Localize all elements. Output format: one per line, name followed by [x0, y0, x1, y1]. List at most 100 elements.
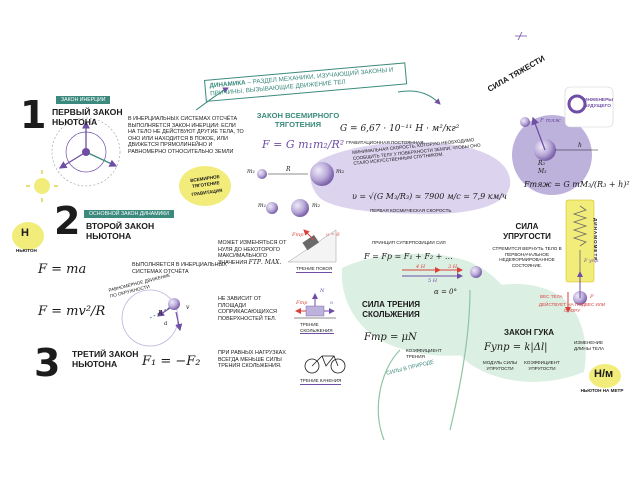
- cosmic-formula: υ = √(G M₃/R₃) ≈ 7900 м/с = 7,9 км/ч: [352, 192, 507, 201]
- velocity-label: v: [186, 304, 190, 311]
- velocity-vector: [175, 311, 183, 332]
- axis-vector: [85, 151, 118, 167]
- law2-formula2: F = mv²/R: [38, 304, 106, 319]
- weight-label: ВЕС ТЕЛА: [540, 294, 563, 299]
- mass-ball-small: [266, 202, 278, 214]
- mass1-label: m₁: [247, 168, 256, 175]
- superposition-formula: F = Fр = F₁ + F₂ + …: [364, 252, 453, 261]
- body-ball: [470, 266, 482, 278]
- hooke-formula: Fупр = k|Δl|: [484, 342, 548, 353]
- weight-force-height: h: [578, 142, 582, 149]
- superposition-label: ПРИНЦИП СУПЕРПОЗИЦИИ СИЛ: [372, 240, 446, 245]
- law2-formula: F = ma: [38, 262, 87, 277]
- sliding-friction-label: Fтр: [296, 300, 308, 306]
- normal-label: N: [320, 288, 325, 294]
- block-shape: [305, 305, 325, 317]
- law3-title: ТРЕТИЙ ЗАКОН НЬЮТОНА: [72, 349, 139, 369]
- weight-vector-label: P: [590, 294, 594, 300]
- law2-title: ВТОРОЙ ЗАКОН НЬЮТОНА: [86, 221, 155, 241]
- force-3n: 3 Н: [448, 264, 458, 270]
- logo-icon: [567, 94, 587, 114]
- unit-blob: [589, 364, 621, 388]
- law2-unit-label: НЬЮТОН: [16, 248, 37, 253]
- law2-formula-text: ВЫПОЛНЯЕТСЯ В ИНЕРЦИАЛЬНЫХ СИСТЕМАХ ОТСЧ…: [132, 262, 227, 275]
- hooke-title: ЗАКОН ГУКА: [504, 328, 555, 337]
- elastic-title: СИЛА УПРУГОСТИ: [503, 222, 551, 241]
- sparkle-icon: [515, 31, 527, 41]
- static-friction-caption: ТРЕНИЕ ПОКОЯ: [296, 266, 333, 273]
- law1-number: 1: [20, 93, 47, 137]
- distance-label: R: [286, 166, 291, 173]
- law3-formula: F₁ = −F₂: [142, 354, 201, 369]
- friction-vector-label: Fтр: [292, 232, 304, 238]
- title-arrow: [397, 90, 441, 105]
- law3-number: 3: [34, 341, 61, 385]
- friction-text3: ПРИ РАВНЫХ НАГРУЗКАХ ВСЕГДА МЕНЬШЕ СИЛЫ …: [218, 350, 286, 370]
- law2-unit: Н: [21, 227, 29, 239]
- moving-ball: [168, 298, 180, 310]
- weight-text: ДЕЙСТВУЕТ НА ПОДВЕС ИЛИ ОПОРУ: [538, 302, 606, 313]
- sliding-friction-caption: ТРЕНИЕ СКОЛЬЖЕНИЯ: [300, 322, 334, 335]
- radius-label: R: [158, 310, 163, 317]
- law1-tag: ЗАКОН ИНЕРЦИИ: [56, 96, 111, 104]
- mass-ball-small: [257, 169, 267, 179]
- law1-title: ПЕРВЫЙ ЗАКОН НЬЮТОНА: [52, 107, 123, 127]
- gravity-constant: G = 6,67 · 10⁻¹¹ Н · м²/кг²: [340, 124, 460, 134]
- bicycle-icon: [304, 355, 346, 374]
- law2-tag: ОСНОВНОЙ ЗАКОН ДИНАМИКИ: [84, 210, 175, 218]
- block-shape: [302, 234, 320, 251]
- force-5n: 5 Н: [428, 278, 438, 284]
- earth-dot: [82, 148, 90, 156]
- stem-line: [449, 289, 471, 431]
- unit-blob: [12, 222, 44, 250]
- friction-title: СИЛА ТРЕНИЯ СКОЛЬЖЕНИЯ: [362, 300, 420, 319]
- dynamometer-label: ДИНАМОМЕТР: [593, 218, 598, 262]
- hooke-label-coefficient: КОЭФФИЦИЕНТ УПРУГОСТИ: [524, 360, 560, 371]
- weight-force-vector-label: F тяж: [540, 118, 561, 124]
- cosmic-blob: [310, 142, 511, 214]
- gravity-constant-label: ГРАВИТАЦИОННАЯ ПОСТОЯННАЯ: [346, 140, 424, 145]
- spring-shape: [572, 205, 588, 247]
- leaf-shape: [445, 283, 586, 382]
- logo-text: ИНЖЕНЕРЫ БУДУЩЕГО: [584, 98, 614, 109]
- weight-force-radius: R₃: [538, 160, 545, 167]
- sun-icon: [26, 170, 58, 202]
- acceleration-vector: [157, 307, 171, 317]
- friction-text1-max: Fтр. max.: [248, 258, 282, 266]
- friction-vector: [303, 229, 315, 241]
- hooke-unit-label: НЬЮТОН НА МЕТР: [580, 388, 624, 393]
- cosmic-label: ПЕРВАЯ КОСМИЧЕСКАЯ СКОРОСТЬ: [370, 208, 452, 213]
- hooke-label-force: МОДУЛЬ СИЛЫ УПРУГОСТИ: [482, 360, 518, 371]
- rolling-friction-caption: ТРЕНИЕ КАЧЕНИЯ: [300, 378, 342, 385]
- hooke-label-length: ИЗМЕНЕНИЕ ДЛИНЫ ТЕЛА: [574, 340, 605, 351]
- title-arrow: [195, 87, 229, 111]
- stem-line: [377, 349, 401, 441]
- mass2-label: m₂: [336, 168, 345, 175]
- gravity-title: ЗАКОН ВСЕМИРНОГО ТЯГОТЕНИЯ: [256, 111, 340, 129]
- friction-text1-body: МОЖЕТ ИЗМЕНЯТЬСЯ ОТ НУЛЯ ДО НЕКОТОРОГО М…: [218, 240, 287, 266]
- law2-number: 2: [54, 199, 81, 243]
- elastic-text: СТРЕМИТСЯ ВЕРНУТЬ ТЕЛО В ПЕРВОНАЧАЛЬНОЕ …: [492, 246, 562, 268]
- weight-force-mass: M₃: [538, 168, 547, 175]
- small-ball: [520, 117, 530, 127]
- gravity-vector: [531, 116, 546, 151]
- elastic-force-label: F упр: [584, 258, 599, 264]
- circle-path: [121, 289, 179, 347]
- force-4n: 4 Н: [416, 264, 426, 270]
- rest-velocity-label: υ = 0: [326, 232, 340, 238]
- acceleration-label: a: [164, 320, 168, 327]
- angle-label: α = 0°: [434, 288, 457, 296]
- mass1-label-2: m₁: [258, 202, 267, 209]
- label-blob: [179, 166, 231, 206]
- friction-formula: Fтр = μN: [364, 332, 417, 343]
- hooke-unit: Н/м: [594, 368, 614, 380]
- mass-ball-large: [291, 199, 309, 217]
- friction-text2: НЕ ЗАВИСИТ ОТ ПЛОЩАДИ СОПРИКАСАЮЩИХСЯ ПО…: [218, 296, 277, 322]
- gravity-formula: F = G m₁m₂/R²: [262, 138, 345, 151]
- axis-vector: [58, 151, 87, 169]
- law1-text: В ИНЕРЦИАЛЬНЫХ СИСТЕМАХ ОТСЧЁТА ВЫПОЛНЯЕ…: [128, 116, 244, 155]
- sliding-velocity-label: υ: [330, 300, 334, 306]
- friction-coefficient-label: КОЭФФИЦИЕНТ ТРЕНИЯ: [406, 348, 442, 359]
